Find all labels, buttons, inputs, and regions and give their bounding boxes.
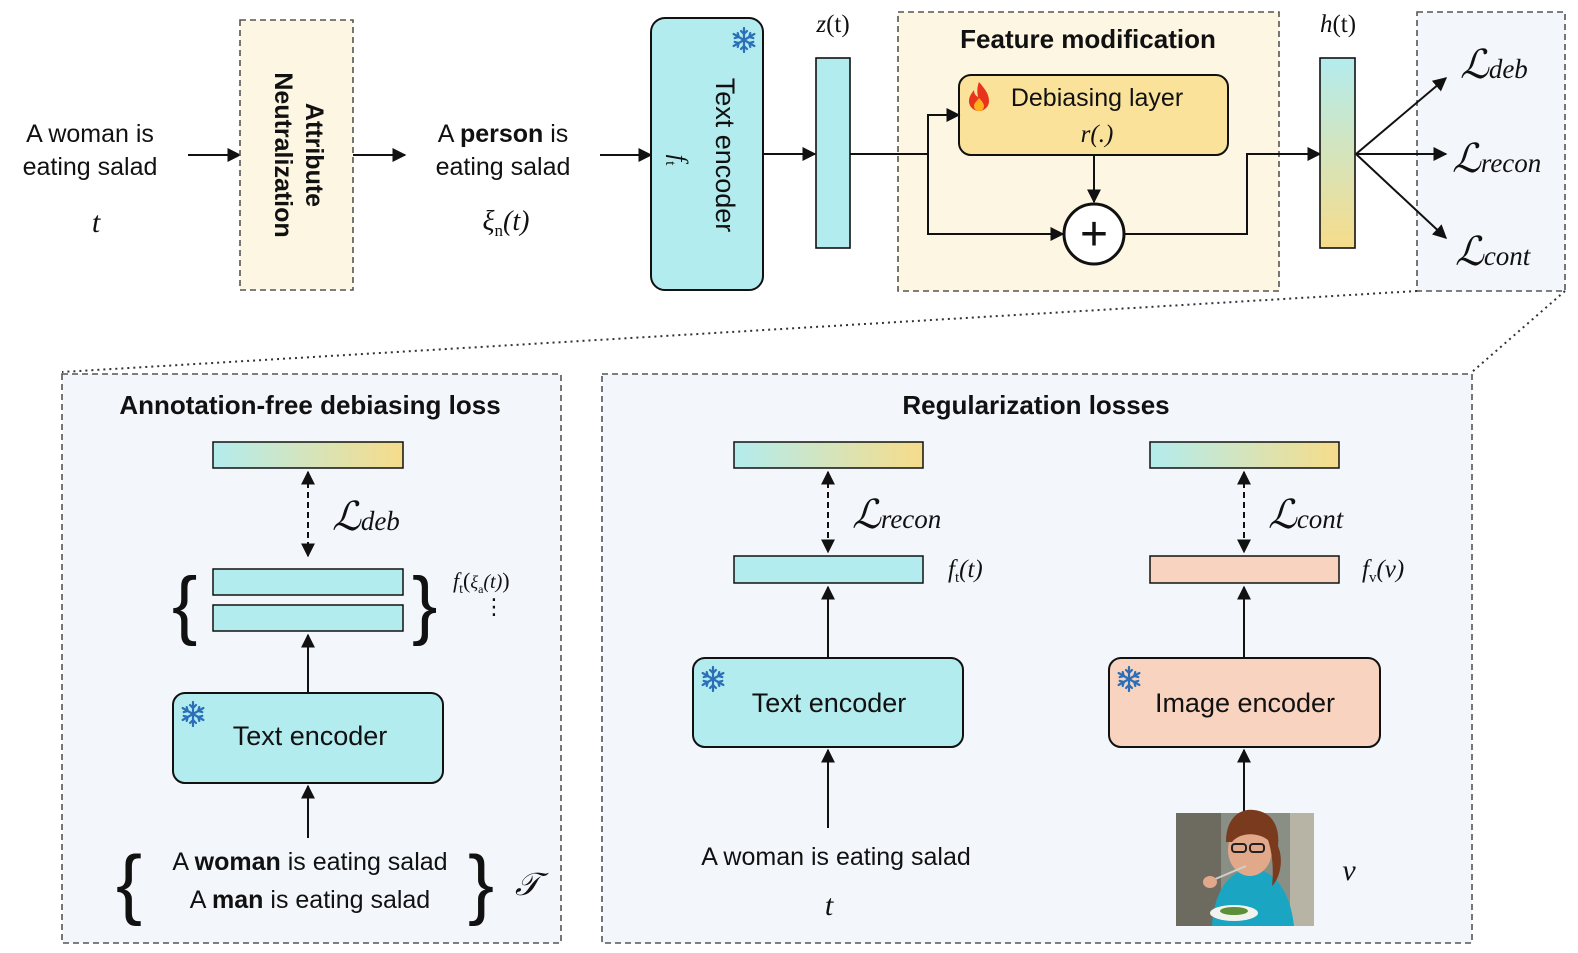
debiased-embedding	[212, 441, 404, 469]
text-input-symbol: t	[825, 889, 834, 922]
z-label: z(t)	[815, 11, 849, 38]
embedding-z	[815, 57, 851, 249]
cont-debiased-embedding	[1149, 441, 1340, 469]
left-brace: {	[172, 562, 197, 647]
debiasing-loss-title: Annotation-free debiasing loss	[119, 390, 500, 420]
image-encoder-label: Image encoder	[1155, 688, 1335, 718]
image-feature-label: fv(v)	[1362, 556, 1404, 586]
attribute-feature-label: ft(ξa(t))	[453, 568, 510, 597]
sentences-right-brace: }	[468, 839, 494, 927]
input-symbol: t	[92, 206, 101, 239]
text-encoder-left-box	[172, 692, 444, 784]
loss-recon-label: ℒrecon	[1452, 136, 1541, 181]
arrow-z-to-debias	[850, 108, 961, 155]
text-encoder-right-label: Text encoder	[752, 688, 907, 718]
ellipsis-vertical: ⋮	[483, 594, 505, 619]
input-photo	[1176, 809, 1314, 926]
text-encoder-top-label: Text encoder	[710, 78, 740, 233]
arrow-h-to-cont	[1355, 153, 1448, 239]
sentences-left-brace: {	[116, 839, 142, 927]
cont-loss-label: ℒcont	[1268, 492, 1345, 537]
deb-loss-label: ℒdeb	[332, 494, 400, 539]
text-input-sentence: A woman is eating salad	[701, 843, 971, 871]
image-encoder-box	[1108, 657, 1381, 748]
text-feature	[733, 555, 924, 584]
arrow-z-skip-to-plus	[927, 154, 1065, 241]
input-sentence-line1: A woman is	[26, 120, 154, 148]
embedding-h	[1319, 57, 1356, 249]
feature-modification-title: Feature modification	[960, 24, 1216, 54]
recon-debiased-embedding	[733, 441, 924, 469]
input-sentence-line2: eating salad	[23, 153, 158, 181]
arrow-plus-to-h	[1124, 147, 1322, 235]
image-feature	[1149, 555, 1340, 584]
neutral-sentence-symbol: ξn(t)	[483, 206, 530, 240]
loss-deb-label: ℒdeb	[1460, 42, 1528, 87]
sentence-woman: A woman is eating salad	[172, 848, 447, 876]
h-label: h(t)	[1320, 11, 1356, 38]
neutralization-label-line1: Attribute	[300, 103, 328, 207]
text-feature-label: ft(t)	[948, 556, 983, 586]
debiasing-layer-func: r(.)	[1081, 121, 1114, 148]
debiasing-loss-panel	[61, 373, 562, 944]
neutral-sentence-line1: A person is	[438, 120, 569, 148]
neutralization-box	[239, 19, 354, 291]
zoom-connector-left	[61, 290, 1418, 373]
regularization-title: Regularization losses	[902, 390, 1169, 420]
arrow-h-to-deb	[1355, 77, 1448, 155]
zoom-connector-right	[1471, 290, 1566, 373]
text-encoder-left-label: Text encoder	[233, 721, 388, 751]
neutralization-label-line2: Neutralization	[269, 72, 297, 237]
fire-icon	[969, 82, 989, 111]
text-encoder-top-symbol: ft	[662, 155, 691, 167]
sentence-man: A man is eating salad	[190, 886, 430, 914]
recon-loss-label: ℒrecon	[852, 492, 941, 537]
attribute-feature-1	[212, 568, 404, 596]
text-encoder-right-box	[692, 657, 964, 748]
debiasing-layer-label: Debiasing layer	[1011, 84, 1183, 112]
attribute-feature-2	[212, 604, 404, 632]
loss-cont-label: ℒcont	[1455, 229, 1532, 274]
add-operator-symbol: +	[1080, 208, 1108, 261]
neutral-sentence-line2: eating salad	[436, 153, 571, 181]
right-brace: }	[412, 562, 437, 647]
image-input-symbol: v	[1342, 854, 1356, 887]
